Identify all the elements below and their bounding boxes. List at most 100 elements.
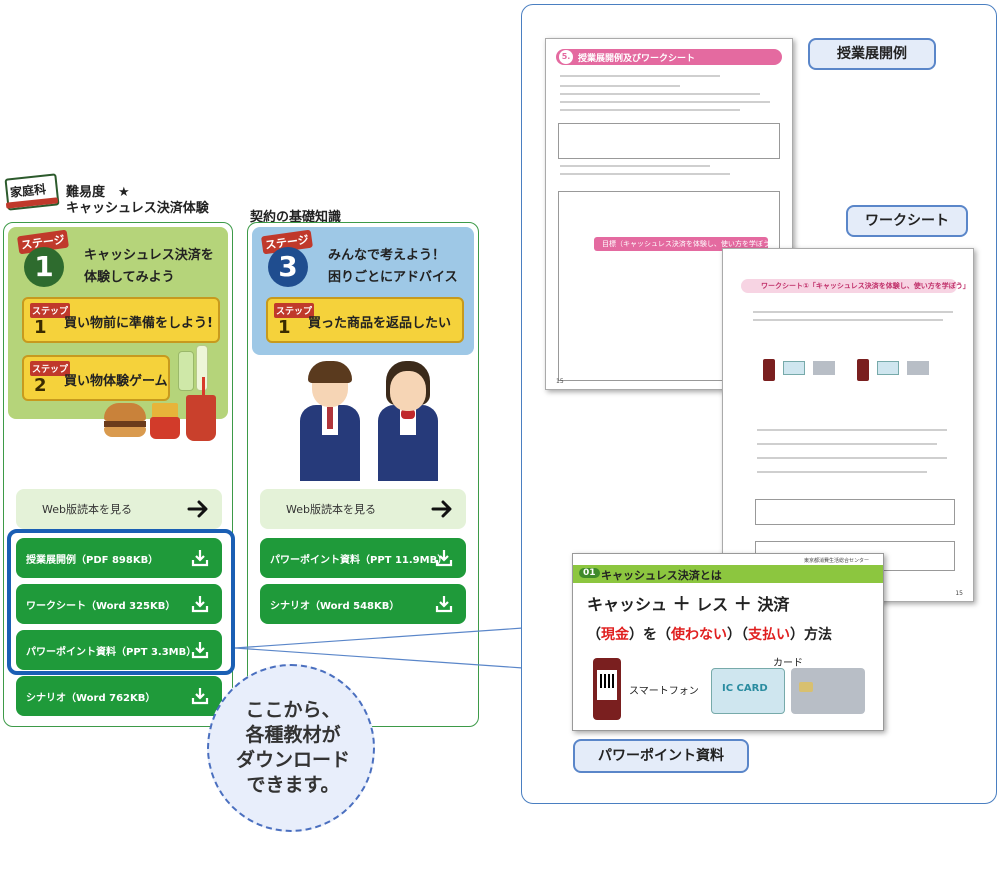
download-icon [191,596,209,613]
download-icon [191,688,209,705]
download-icon [191,550,209,567]
web-reader-button[interactable]: Web版読本を見る [260,489,466,529]
burger-illustration [104,403,146,421]
slide-heading: キャッシュレス決済とは [601,569,722,582]
paren: ）方法 [790,627,832,643]
download-worksheet-button[interactable]: ワークシート（Word 325KB） [16,584,222,624]
ic-card-icon: IC CARD [711,668,785,714]
cup-illustration [186,395,216,441]
burger-illustration [104,427,146,437]
step-text: 買い物体験ゲーム [64,374,168,389]
girl-student-illustration [376,361,440,481]
download-icon [435,550,453,567]
download-label: パワーポイント資料（PPT 11.9MB） [270,555,448,566]
callout-line: ここから、 [245,699,341,721]
paren: ）を（ [629,627,671,643]
worksheet-document-preview: ワークシート①「キャッシュレス決済を体験し、使い方を学ぼう」 15 [722,248,974,602]
worksheet-label: ワークシート [846,205,968,237]
step-tag: ステップ [274,303,315,318]
stage3-text: みんなで考えよう！ 困りごとにアドバイス [328,245,468,289]
stage3-box: ステージ 3 みんなで考えよう！ 困りごとにアドバイス ステップ 1 買った商品… [252,227,474,355]
powerpoint-slide-preview: 東京都消費生活総合センター 01 キャッシュレス決済とは キャッシュ ＋ レス … [572,553,884,731]
download-callout-bubble: ここから、 各種教材が ダウンロード できます。 [207,664,375,832]
paren: （ [587,627,601,643]
step-number: 1 [34,317,47,338]
download-label: シナリオ（Word 548KB） [270,601,400,612]
eq-term: 決済 [757,595,790,614]
definition-word: 使わない [671,627,727,643]
qr-code-icon [600,674,614,688]
stage3-line1: みんなで考えよう！ [328,248,446,263]
doc-header-text: ワークシート①「キャッシュレス決済を体験し、使い方を学ぼう」 [761,282,970,290]
plus-sign: ＋ [733,594,752,615]
download-lesson-plan-button[interactable]: 授業展開例（PDF 898KB） [16,538,222,578]
slide-equation: キャッシュ ＋ レス ＋ 決済 [587,590,789,616]
students-illustration [288,361,448,481]
smartphone-label: スマートフォン [629,686,699,697]
step-number: 2 [34,375,47,396]
food-illustration [104,345,224,449]
download-label: 授業展開例（PDF 898KB） [26,555,159,566]
stage-number: 3 [268,247,308,287]
slide-heading-band: 01 キャッシュレス決済とは [573,565,883,583]
definition-word: 支払い [748,627,790,643]
step-tag: ステップ [30,361,71,376]
stage1-box: ステージ 1 キャッシュレス決済を体験してみよう ステップ 1 買い物前に準備を… [8,227,228,419]
eq-term: レス [696,595,729,614]
stage-number: 1 [24,247,64,287]
lesson-plan-label: 授業展開例 [808,38,936,70]
card-label: カード [773,658,803,669]
stage1-badge: ステージ 1 [16,229,72,287]
step-number: 1 [278,317,291,338]
stage3-badge: ステージ 3 [260,229,316,287]
download-label: シナリオ（Word 762KB） [26,693,156,704]
straw-illustration [202,377,205,401]
callout-line: できます。 [246,774,340,796]
doc-header: 5. 授業展開例及びワークシート [556,49,782,65]
doc-goal-text: 目標（キャッシュレス決済を体験し、使い方を学ぼう） [602,240,777,248]
paren: ）（ [727,627,748,643]
web-reader-button[interactable]: Web版読本を見る [16,489,222,529]
arrow-right-icon [187,500,208,518]
boy-student-illustration [298,361,362,481]
right-column-title: 契約の基礎知識 [250,210,342,225]
plus-sign: ＋ [672,594,691,615]
slide-number: 01 [579,568,600,578]
step-text: 買い物前に準備をしよう! [64,316,213,331]
download-label: パワーポイント資料（PPT 3.3MB） [26,647,197,658]
callout-line: 各種教材が [245,724,341,746]
definition-word: 現金 [601,627,629,643]
difficulty-label: 難易度 ★ [66,185,130,200]
step1-button[interactable]: ステップ 1 買った商品を返品したい [266,297,464,343]
stage1-column: ステージ 1 キャッシュレス決済を体験してみよう ステップ 1 買い物前に準備を… [3,222,233,727]
doc-page-number: 15 [556,378,564,385]
step2-button[interactable]: ステップ 2 買い物体験ゲーム [22,355,170,401]
download-icon [435,596,453,613]
callout-text: ここから、 各種教材が ダウンロード できます。 [209,698,377,798]
ic-card-text: IC CARD [722,683,768,694]
doc-table [558,123,780,159]
credit-card-icon [791,668,865,714]
smartphone-icon [593,658,621,720]
doc-header-text: 授業展開例及びワークシート [578,54,696,64]
stage1-text: キャッシュレス決済を体験してみよう [84,248,214,285]
doc-page-number: 15 [955,590,963,597]
download-label: ワークシート（Word 325KB） [26,601,176,612]
stage3-column: ステージ 3 みんなで考えよう！ 困りごとにアドバイス ステップ 1 買った商品… [247,222,479,727]
eq-term: キャッシュ [587,595,668,614]
step-text: 買った商品を返品したい [308,316,452,331]
web-reader-label: Web版読本を見る [42,503,132,516]
web-reader-label: Web版読本を見る [286,503,376,516]
downloads-highlight-frame [7,529,235,675]
subject-tag: 家庭科 [4,170,62,211]
download-powerpoint-button[interactable]: パワーポイント資料（PPT 11.9MB） [260,538,466,578]
doc-header: ワークシート①「キャッシュレス決済を体験し、使い方を学ぼう」 [741,279,970,293]
download-scenario-button[interactable]: シナリオ（Word 762KB） [16,676,222,716]
burger-illustration [104,421,146,427]
powerpoint-label: パワーポイント資料 [573,739,749,773]
download-powerpoint-button[interactable]: パワーポイント資料（PPT 3.3MB） [16,630,222,670]
doc-goal-bar: 目標（キャッシュレス決済を体験し、使い方を学ぼう） [594,237,777,251]
download-scenario-button[interactable]: シナリオ（Word 548KB） [260,584,466,624]
step1-button[interactable]: ステップ 1 買い物前に準備をしよう! [22,297,220,343]
arrow-right-icon [431,500,452,518]
